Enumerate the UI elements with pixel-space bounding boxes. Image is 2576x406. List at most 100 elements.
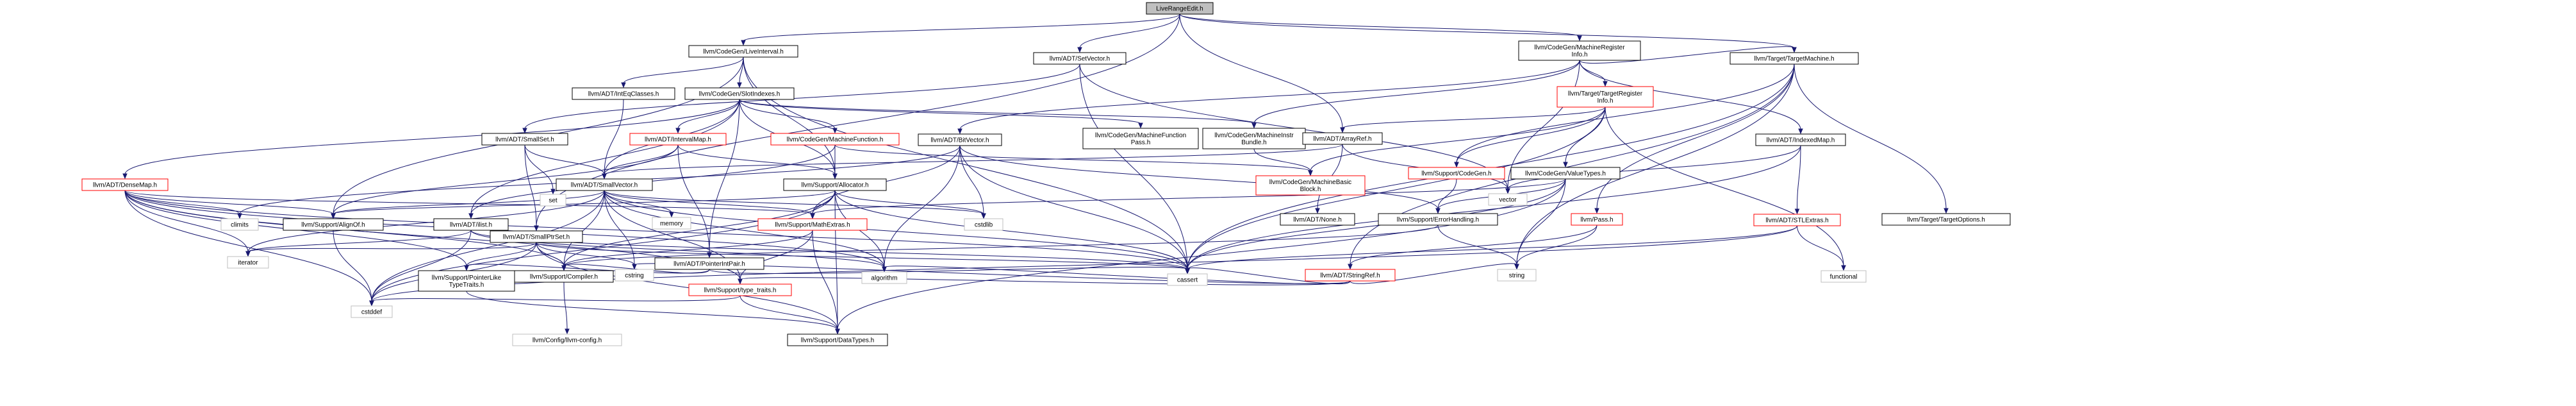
dependency-edge-root-to-mri	[1179, 13, 1582, 42]
node-stringref[interactable]: llvm/ADT/StringRef.h	[1305, 269, 1396, 282]
node-label: llvm/Support/CodeGen.h	[1421, 171, 1492, 178]
node-box	[770, 133, 900, 146]
node-label: Pass.h	[1131, 139, 1151, 146]
node-compiler[interactable]: llvm/Support/Compiler.h	[514, 270, 614, 283]
node-label: llvm/ADT/ArrayRef.h	[1313, 136, 1371, 143]
node-label: string	[1509, 273, 1524, 280]
node-label: llvm/ADT/BitVector.h	[930, 137, 989, 144]
dependency-edge-indexedmap-to-vector	[1505, 145, 1801, 194]
node-box	[351, 305, 393, 318]
node-box	[1497, 269, 1537, 282]
node-setvector[interactable]: llvm/ADT/SetVector.h	[1033, 52, 1127, 65]
node-label: llvm/ADT/PointerIntPair.h	[673, 261, 745, 268]
dependency-edge-indexedmap-to-stlextras	[1794, 145, 1801, 215]
node-box	[861, 271, 907, 284]
node-liveinterval[interactable]: llvm/CodeGen/LiveInterval.h	[688, 45, 798, 58]
node-vector: vector	[1488, 193, 1528, 206]
node-smallset[interactable]: llvm/ADT/SmallSet.h	[481, 133, 568, 146]
dependency-edge-mathextras-to-compiler	[561, 230, 813, 271]
node-smallptrset[interactable]: llvm/ADT/SmallPtrSet.h	[490, 230, 583, 243]
dependency-edge-arrayref-to-smallvector	[602, 144, 1343, 180]
node-slotindexes[interactable]: llvm/CodeGen/SlotIndexes.h	[684, 87, 795, 100]
node-smallvector[interactable]: llvm/ADT/SmallVector.h	[556, 178, 653, 191]
node-mf[interactable]: llvm/CodeGen/MachineFunction.h	[770, 133, 900, 146]
node-datatypes[interactable]: llvm/Support/DataTypes.h	[787, 334, 888, 346]
dependency-edge-smallptrset-to-iterator	[245, 242, 537, 257]
node-memory: memory	[652, 217, 691, 230]
dependency-edge-root-to-setvector	[1077, 13, 1180, 53]
dependency-edge-bitvector-to-cassert	[959, 145, 1190, 275]
node-targetmachine[interactable]: llvm/Target/TargetMachine.h	[1730, 52, 1859, 65]
node-valuetypes[interactable]: llvm/CodeGen/ValueTypes.h	[1510, 167, 1621, 180]
dependency-edge-stringref-to-cassert	[1185, 267, 1351, 285]
node-inteqclasses[interactable]: llvm/ADT/IntEqClasses.h	[572, 87, 675, 100]
node-label: llvm/ADT/StringRef.h	[1320, 273, 1380, 280]
node-pointerintpair[interactable]: llvm/ADT/PointerIntPair.h	[654, 257, 764, 270]
node-box	[1510, 167, 1621, 180]
dependency-edge-allocator-to-alignof	[331, 190, 836, 219]
node-label: llvm/ADT/ilist.h	[450, 222, 492, 229]
node-cstddef: cstddef	[351, 305, 393, 318]
node-box	[1167, 273, 1208, 286]
node-label: llvm/ADT/IndexedMap.h	[1767, 137, 1835, 144]
node-none[interactable]: llvm/ADT/None.h	[1280, 213, 1355, 226]
dependency-edge-mri-to-mibundle	[1251, 60, 1580, 129]
node-label: cstddef	[361, 309, 382, 316]
node-box	[540, 194, 566, 207]
node-indexedmap[interactable]: llvm/ADT/IndexedMap.h	[1755, 133, 1846, 146]
node-box	[1821, 270, 1867, 283]
node-intervalmap[interactable]: llvm/ADT/IntervalMap.h	[629, 133, 727, 146]
node-label: llvm/CodeGen/SlotIndexes.h	[699, 91, 780, 98]
node-errorhandling[interactable]: llvm/Support/ErrorHandling.h	[1378, 213, 1498, 226]
node-box	[433, 218, 509, 231]
dependency-edge-densemap-to-climits	[124, 190, 242, 219]
node-box	[512, 334, 622, 346]
node-label: TypeTraits.h	[449, 282, 484, 289]
node-functional: functional	[1821, 270, 1867, 283]
node-typetraits[interactable]: llvm/Support/type_traits.h	[688, 283, 792, 296]
dependency-edge-tri-to-functional	[1605, 106, 1846, 271]
node-box	[688, 283, 792, 296]
node-alignof[interactable]: llvm/Support/AlignOf.h	[283, 218, 384, 231]
node-label: llvm/ADT/IntervalMap.h	[645, 137, 711, 144]
node-box	[1730, 52, 1859, 65]
node-arrayref[interactable]: llvm/ADT/ArrayRef.h	[1302, 132, 1383, 145]
node-label: cstring	[625, 273, 643, 280]
node-pass[interactable]: llvm/Pass.h	[1571, 213, 1623, 226]
dependency-edge-slotindexes-to-mf	[739, 99, 838, 134]
node-densemap[interactable]: llvm/ADT/DenseMap.h	[81, 178, 169, 191]
node-label: cassert	[1177, 277, 1198, 284]
node-codegen[interactable]: llvm/Support/CodeGen.h	[1408, 167, 1505, 180]
node-box	[1255, 175, 1366, 196]
node-mathextras[interactable]: llvm/Support/MathExtras.h	[757, 218, 868, 231]
node-box	[1753, 214, 1841, 226]
node-box	[1881, 213, 2011, 226]
node-stlextras[interactable]: llvm/ADT/STLExtras.h	[1753, 214, 1841, 226]
node-box	[1518, 40, 1641, 61]
dependency-edge-setvector-to-cassert	[1079, 63, 1190, 275]
node-box	[1571, 213, 1623, 226]
node-box	[1302, 132, 1383, 145]
node-box	[654, 257, 764, 270]
node-cassert: cassert	[1167, 273, 1208, 286]
dependency-edge-alignof-to-cstddef	[333, 230, 374, 307]
node-ilist[interactable]: llvm/ADT/ilist.h	[433, 218, 509, 231]
node-box	[688, 45, 798, 58]
dependency-edge-liveinterval-to-allocator	[743, 56, 838, 180]
dependency-edge-errorhandling-to-string	[1437, 224, 1519, 270]
node-box	[652, 217, 691, 230]
node-bitvector[interactable]: llvm/ADT/BitVector.h	[918, 133, 1002, 146]
node-label: llvm/ADT/SmallSet.h	[495, 137, 554, 144]
node-label: llvm/CodeGen/MachineRegister	[1534, 44, 1625, 51]
node-allocator[interactable]: llvm/Support/Allocator.h	[783, 178, 887, 191]
dependency-edge-pointerintpair-to-plttraits	[464, 264, 710, 274]
node-targetoptions[interactable]: llvm/Target/TargetOptions.h	[1881, 213, 2011, 226]
node-label: vector	[1499, 197, 1517, 204]
dependency-edge-tri-to-mbb	[1308, 106, 1606, 176]
